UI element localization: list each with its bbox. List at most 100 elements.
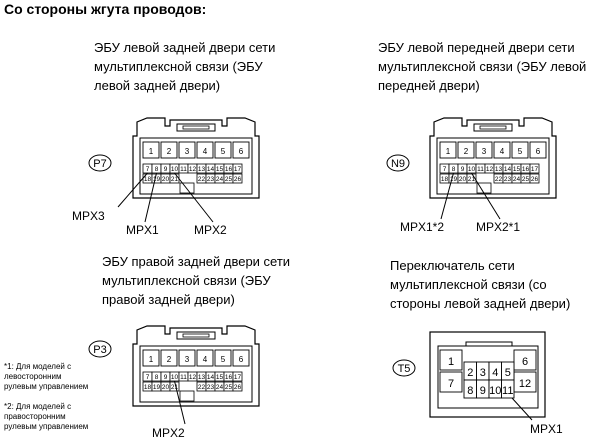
pin-label: 9	[480, 385, 486, 397]
connector-caption-t5: Переключатель сети мультиплексной связи …	[390, 256, 570, 313]
pin-cell	[513, 349, 537, 371]
caption-line: мультиплексной связи (ЭБУ левой	[378, 59, 587, 74]
pin-label: 18	[144, 176, 152, 183]
pin-label: 3	[185, 147, 190, 156]
pin-label: 7	[443, 166, 447, 173]
pin-label: 13	[198, 166, 206, 173]
pin-label: 18	[144, 384, 152, 391]
pin-label: 12	[189, 374, 197, 381]
lead-label-mpx1-2: MPX1*2	[400, 220, 444, 234]
pin-cell	[214, 349, 232, 367]
connector-badge-t5-text: T5	[398, 363, 411, 375]
connector-caption-p3: ЭБУ правой задней двери сети мультиплекс…	[102, 252, 290, 309]
pin-label: 3	[185, 355, 190, 364]
pin-label: 21	[171, 384, 179, 391]
connector-caption-p7: ЭБУ левой задней двери сети мультиплексн…	[94, 38, 275, 95]
connector-badge-p7	[88, 154, 112, 172]
pin-label: 15	[513, 166, 521, 173]
pin-label: 13	[198, 374, 206, 381]
latch-slot	[182, 333, 210, 338]
pin-cell	[457, 141, 475, 159]
lead-line-mpx1	[144, 172, 157, 223]
pin-label: 7	[448, 378, 454, 390]
pin-label: 23	[207, 384, 215, 391]
pin-label: 8	[155, 166, 159, 173]
pin-label: 10	[468, 166, 476, 173]
connector-badge-p7-text: P7	[93, 158, 106, 170]
lead-line-mpx2-1	[471, 172, 501, 220]
lead-label-mpx3: MPX3	[72, 209, 105, 223]
lead-label-mpx2-1: MPX2*1	[476, 220, 520, 234]
caption-line: стороны левой задней двери)	[390, 296, 571, 311]
pin-label: 21	[468, 176, 476, 183]
pin-label: 16	[225, 374, 233, 381]
pin-label: 20	[459, 176, 467, 183]
pin-label: 9	[461, 166, 465, 173]
connector-badge-n9-text: N9	[391, 158, 405, 170]
pin-label: 12	[486, 166, 494, 173]
pin-label: 6	[522, 356, 528, 368]
connector-badge-n9	[386, 154, 410, 172]
pin-label: 6	[239, 355, 244, 364]
pin-label: 22	[495, 176, 503, 183]
keyway	[179, 182, 195, 194]
pin-label: 2	[167, 355, 172, 364]
pin-label: 11	[477, 166, 484, 173]
pin-label: 5	[221, 147, 226, 156]
caption-line: ЭБУ левой передней двери сети	[378, 40, 575, 55]
pin-label: 10	[171, 166, 179, 173]
pin-label: 8	[155, 374, 159, 381]
pin-cell	[178, 349, 196, 367]
lead-line-mpx1-2	[440, 172, 454, 220]
pin-cell	[142, 141, 160, 159]
pin-label: 25	[225, 384, 233, 391]
pin-label: 14	[207, 374, 215, 381]
connector-caption-n9: ЭБУ левой передней двери сети мультиплек…	[378, 38, 586, 95]
pin-label: 12	[519, 378, 531, 390]
pin-cell	[142, 349, 160, 367]
footnote-line: рулевым управлением	[4, 382, 89, 391]
pin-label: 3	[482, 147, 487, 156]
pin-label: 1	[446, 147, 451, 156]
pin-label: 15	[216, 166, 224, 173]
pin-cell	[196, 349, 214, 367]
pin-label: 21	[171, 176, 179, 183]
pin-cell	[529, 141, 547, 159]
pin-label: 23	[504, 176, 512, 183]
caption-line: правой задней двери)	[102, 292, 235, 307]
pin-label: 19	[153, 176, 161, 183]
pin-cell	[529, 163, 540, 174]
pin-label: 2	[464, 147, 469, 156]
connector-badge-t5	[392, 359, 416, 377]
pin-cell	[501, 379, 515, 399]
pin-label: 4	[203, 147, 208, 156]
lead-line-mpx3	[117, 172, 148, 208]
caption-line: мультиплексной связи (ЭБУ	[94, 59, 263, 74]
pin-cell	[196, 141, 214, 159]
pin-label: 19	[450, 176, 458, 183]
pin-label: 17	[234, 166, 242, 173]
pin-cell	[475, 141, 493, 159]
pin-label: 2	[467, 367, 473, 379]
pin-cell	[466, 173, 477, 184]
pin-cell	[232, 163, 243, 174]
pin-label: 13	[495, 166, 503, 173]
pin-label: 24	[513, 176, 521, 183]
pin-label: 1	[149, 147, 154, 156]
pin-label: 22	[198, 176, 206, 183]
pin-cell	[511, 141, 529, 159]
pin-label: 5	[505, 367, 511, 379]
pin-cell	[232, 173, 243, 184]
lead-label-mpx2-p3: MPX2	[152, 426, 185, 440]
pin-label: 5	[518, 147, 523, 156]
pin-label: 6	[536, 147, 541, 156]
pin-label: 14	[207, 166, 215, 173]
pin-cell	[439, 349, 463, 371]
pin-label: 12	[189, 166, 197, 173]
pin-label: 6	[239, 147, 244, 156]
pin-cell	[439, 371, 463, 393]
